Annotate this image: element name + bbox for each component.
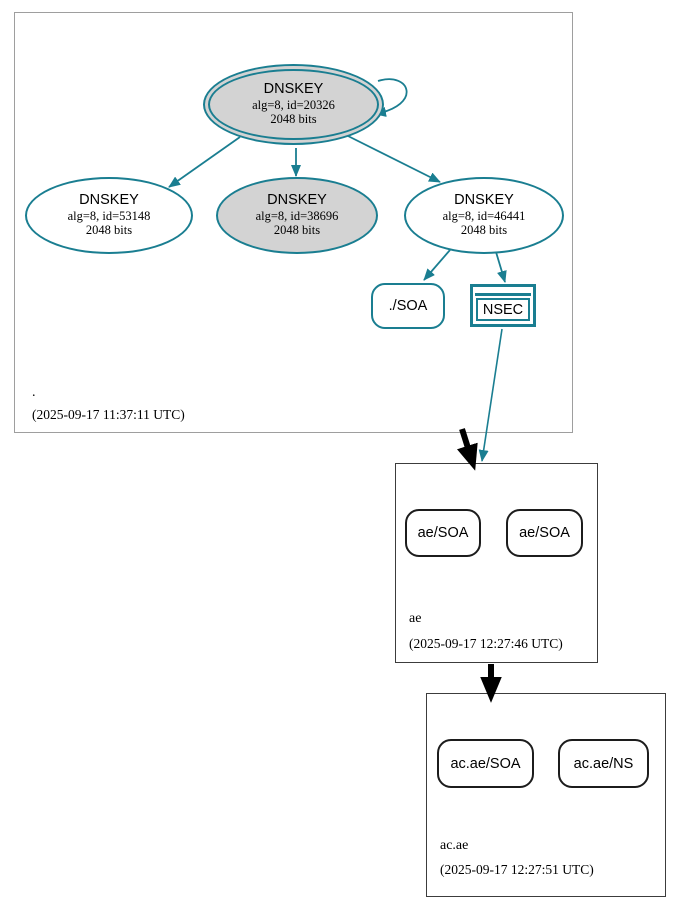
nsec-label: NSEC	[476, 298, 530, 321]
zone-label-root: .	[32, 385, 36, 400]
dnskey-title: DNSKEY	[263, 80, 324, 97]
ae-soa-label: ae/SOA	[519, 525, 570, 541]
dnskey-title: DNSKEY	[79, 191, 139, 208]
dnskey-bits: 2048 bits	[85, 223, 133, 238]
dnskey-alg-id: alg=8, id=46441	[442, 208, 526, 223]
dnskey-zsk-46441[interactable]: DNSKEY alg=8, id=46441 2048 bits	[404, 177, 564, 254]
dnskey-zsk-53148[interactable]: DNSKEY alg=8, id=53148 2048 bits	[25, 177, 193, 254]
dnskey-bits: 2048 bits	[460, 223, 508, 238]
dnskey-ksk-20326[interactable]: DNSKEY alg=8, id=20326 2048 bits	[203, 64, 384, 145]
node-root-soa[interactable]: ./SOA	[371, 283, 445, 329]
node-nsec[interactable]: NSEC	[470, 284, 536, 327]
zone-label-ae: ae	[409, 611, 422, 626]
zone-timestamp-acae: (2025-09-17 12:27:51 UTC)	[440, 862, 594, 877]
dnskey-title: DNSKEY	[267, 191, 327, 208]
zone-timestamp-ae: (2025-09-17 12:27:46 UTC)	[409, 636, 563, 651]
dnskey-bits: 2048 bits	[270, 112, 317, 127]
dnskey-alg-id: alg=8, id=53148	[67, 208, 151, 223]
node-acae-ns[interactable]: ac.ae/NS	[558, 739, 649, 788]
root-soa-label: ./SOA	[388, 298, 428, 314]
dnskey-zsk-38696[interactable]: DNSKEY alg=8, id=38696 2048 bits	[216, 177, 378, 254]
dnskey-title: DNSKEY	[454, 191, 514, 208]
node-acae-soa[interactable]: ac.ae/SOA	[437, 739, 534, 788]
dnskey-alg-id: alg=8, id=38696	[255, 208, 339, 223]
zone-box-root	[14, 12, 573, 433]
zone-timestamp-root: (2025-09-17 11:37:11 UTC)	[32, 407, 185, 422]
acae-soa-label: ac.ae/SOA	[450, 755, 521, 772]
node-ae-soa-left[interactable]: ae/SOA	[405, 509, 481, 557]
zone-box-acae	[426, 693, 666, 897]
nsec-top-band	[475, 289, 531, 296]
zone-label-acae: ac.ae	[440, 838, 469, 853]
acae-ns-label: ac.ae/NS	[573, 755, 634, 772]
ae-soa-label: ae/SOA	[417, 525, 469, 541]
dnskey-alg-id: alg=8, id=20326	[252, 97, 335, 112]
node-ae-soa-right[interactable]: ae/SOA	[506, 509, 583, 557]
zone-box-ae	[395, 463, 598, 663]
dnskey-bits: 2048 bits	[273, 223, 321, 238]
dnskey-ksk-20326-inner: DNSKEY alg=8, id=20326 2048 bits	[208, 69, 379, 140]
